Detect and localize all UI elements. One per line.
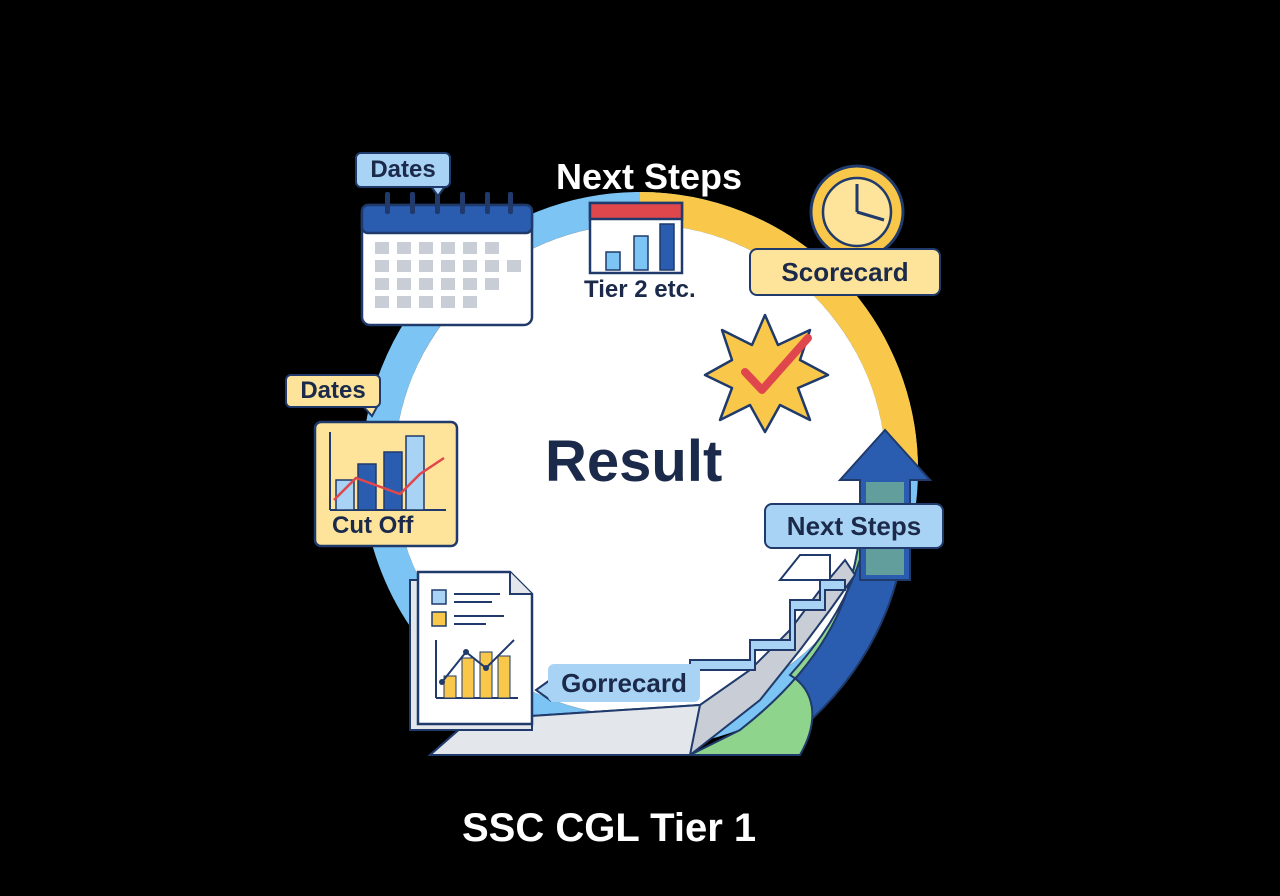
top-title: Next Steps <box>556 156 743 197</box>
dates-tag-top: Dates <box>355 152 451 188</box>
cut-off-label: Cut Off <box>332 512 414 539</box>
dates-tag-left: Dates <box>285 374 381 408</box>
scorecard-tag: Scorecard <box>749 248 941 296</box>
footer-title: SSC CGL Tier 1 <box>462 806 757 850</box>
report-document-icon <box>409 570 534 731</box>
bar-line-chart-icon <box>313 420 459 548</box>
stairs-icon <box>427 554 857 756</box>
calendar-chart-icon <box>588 201 684 275</box>
checkmark-badge-icon <box>703 313 830 434</box>
calendar-icon <box>360 192 534 327</box>
gorrecard-tag: Gorrecard <box>548 664 700 702</box>
next-steps-tag: Next Steps <box>764 503 944 549</box>
clock-icon <box>809 164 905 260</box>
center-label: Result <box>545 429 723 494</box>
tier2-label: Tier 2 etc. <box>584 276 696 303</box>
